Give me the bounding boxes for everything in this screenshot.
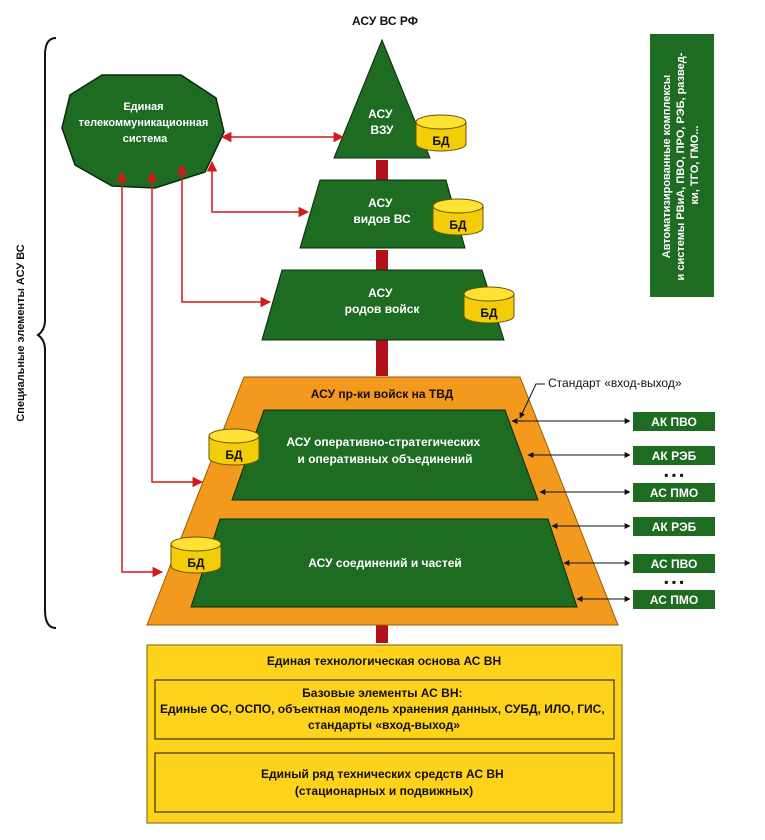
svg-text:Единый ряд технических средств: Единый ряд технических средств АС ВН (ст… — [261, 767, 507, 798]
level-rodov-line1: АСУ — [368, 286, 393, 300]
ak-box — [633, 590, 715, 609]
side-label: Специальные элементы АСУ ВС — [15, 244, 27, 422]
ak-box-label: АС ПМО — [650, 486, 698, 500]
ak-box-label: АК ПВО — [651, 415, 697, 429]
level-asu-ops — [231, 409, 539, 501]
telecom-label-line2: телекоммуникационная — [79, 117, 209, 129]
base-elements-box — [154, 679, 615, 740]
telecom-label-line1: Единая — [123, 101, 163, 113]
standard-label: Стандарт «вход-выход» — [548, 376, 682, 390]
base-elements-line1: Базовые элементы АС ВН: — [302, 686, 462, 700]
telecom-system-octagon — [61, 74, 225, 189]
db-label: БД — [449, 218, 467, 232]
svg-text:АСУ родов войск: АСУ родов войск — [345, 286, 421, 316]
technological-base-block — [146, 644, 623, 824]
base-title: Единая технологическая основа АС ВН — [267, 654, 501, 668]
vertical-connector — [376, 160, 388, 643]
level-vzu-line1: АСУ — [368, 107, 393, 121]
ak-box — [633, 517, 715, 536]
telecom-links — [116, 131, 345, 578]
ak-box — [633, 446, 715, 465]
ops-line1: АСУ оперативно-стратегических — [286, 435, 480, 449]
level-vzu-line2: ВЗУ — [370, 123, 394, 137]
complexes-line2: и системы РВиА, ПВО, ПРО, РЭБ, развед- — [675, 52, 687, 280]
db-cylinder-ops: БД — [208, 428, 260, 466]
svg-text:Автоматизированные комплексы: Автоматизированные комплексы и системы Р… — [661, 50, 701, 281]
complexes-line1: Автоматизированные комплексы — [661, 75, 673, 258]
ak-box-label: АС ПВО — [651, 557, 698, 571]
level-rodov-line2: родов войск — [345, 302, 421, 316]
ak-links — [511, 418, 631, 602]
svg-text:АСУ ВЗУ: АСУ ВЗУ — [368, 107, 396, 137]
ak-box — [633, 554, 715, 573]
base-elements-line3: стандарты «вход-выход» — [308, 718, 460, 732]
svg-text:Единая телекоммуникационна: Единая телекоммуникационная система — [79, 101, 212, 145]
ak-box-label: АК РЭБ — [652, 520, 697, 534]
standard-pointer — [519, 383, 545, 419]
ak-dots: ▪ ▪ ▪ — [664, 468, 683, 482]
level-asu-rodov — [261, 269, 505, 341]
level-vidov-line1: АСУ — [368, 196, 393, 210]
ops-line2: и оперативных объединений — [297, 452, 472, 466]
level-asu-vzu — [333, 38, 431, 159]
svg-text:АСУ оперативно-стратегических: АСУ оперативно-стратегических и оператив… — [286, 435, 483, 466]
svg-text:АСУ видов ВС: АСУ видов ВС — [353, 196, 411, 226]
complexes-line3: ки, ТГО, ГМО... — [689, 126, 701, 205]
db-label: БД — [225, 448, 243, 462]
db-cylinder-vzu: БД — [415, 114, 467, 152]
ak-box — [633, 483, 715, 502]
ak-upper-group: АК ПВО АК РЭБ ▪ ▪ ▪ АС ПМО — [633, 412, 715, 502]
db-label: БД — [432, 134, 450, 148]
level-asu-units — [190, 518, 578, 608]
ak-lower-group: АК РЭБ АС ПВО ▪ ▪ ▪ АС ПМО — [633, 517, 715, 609]
hardware-line1: Единый ряд технических средств АС ВН — [261, 767, 504, 781]
base-elements-line2: Единые ОС, ОСПО, объектная модель хранен… — [160, 702, 605, 716]
db-cylinder-rodov: БД — [463, 286, 515, 324]
telecom-label-line3: система — [123, 133, 168, 145]
ak-box-label: АК РЭБ — [652, 449, 697, 463]
db-label: БД — [480, 306, 498, 320]
units-label: АСУ соединений и частей — [308, 556, 462, 570]
svg-text:Базовые элементы АС ВН: Ед: Базовые элементы АС ВН: Единые ОС, ОСПО,… — [160, 686, 608, 732]
automated-complexes-box — [650, 34, 714, 297]
db-label: БД — [187, 556, 205, 570]
level-asu-vidov — [299, 179, 466, 249]
hardware-line2: (стационарных и подвижных) — [295, 784, 473, 798]
ak-box-label: АС ПМО — [650, 593, 698, 607]
ak-dots: ▪ ▪ ▪ — [664, 575, 683, 589]
ak-box — [633, 412, 715, 431]
tvd-title: АСУ пр-ки войск на ТВД — [311, 387, 454, 401]
db-cylinder-units: БД — [170, 536, 222, 574]
diagram-title: АСУ ВС РФ — [352, 14, 418, 28]
level-vidov-line2: видов ВС — [353, 212, 411, 226]
hardware-box — [154, 752, 615, 813]
side-brace — [36, 37, 57, 629]
db-cylinder-vidov: БД — [432, 198, 484, 236]
